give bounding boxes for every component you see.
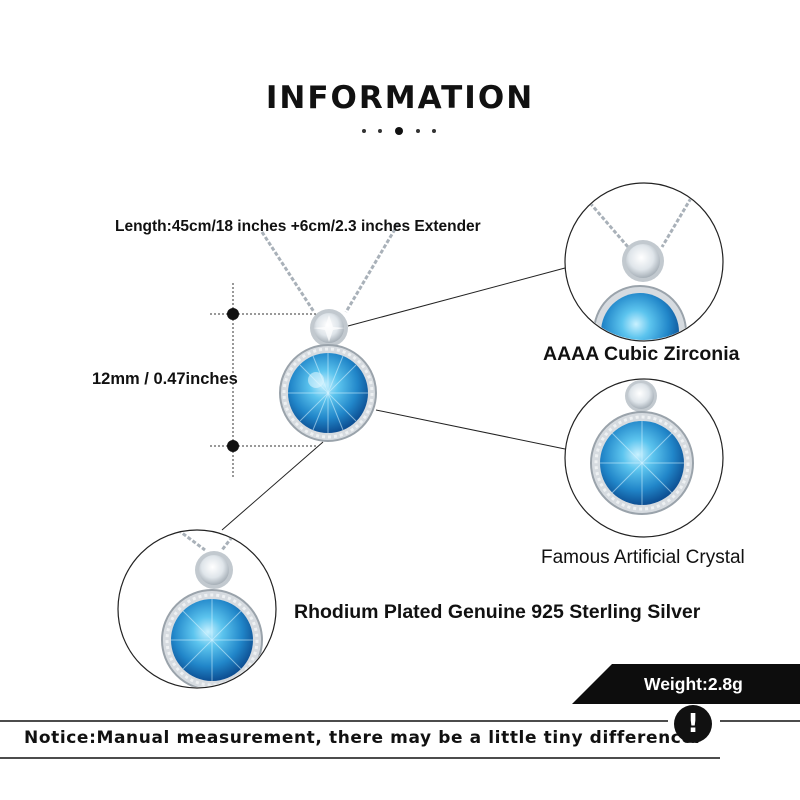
page-title: INFORMATION [265, 80, 535, 116]
detail-crystal [564, 378, 724, 538]
crystal-label: Famous Artificial Crystal [541, 547, 745, 568]
main-zirconia-stone [310, 309, 348, 347]
pendant-size-label: 12mm / 0.47inches [92, 370, 238, 388]
weight-label: Weight:2.8g [644, 674, 743, 694]
length-label: Length:45cm/18 inches +6cm/2.3 inches Ex… [115, 218, 481, 235]
title-decoration-dots [360, 124, 440, 138]
silver-label: Rhodium Plated Genuine 925 Sterling Silv… [294, 601, 701, 623]
weight-badge: Weight:2.8g [572, 664, 800, 704]
detail-silver [117, 529, 277, 689]
main-chain [260, 223, 400, 313]
cubic-zirconia-label: AAAA Cubic Zirconia [543, 343, 740, 365]
notice-frame [0, 720, 800, 759]
main-blue-crystal [279, 344, 377, 442]
detail-zirconia [564, 182, 724, 342]
notice-text: Notice:Manual measurement, there may be … [24, 728, 701, 748]
leader-lines [221, 267, 566, 531]
exclamation-icon: ! [674, 705, 712, 743]
size-measurement [210, 283, 318, 478]
